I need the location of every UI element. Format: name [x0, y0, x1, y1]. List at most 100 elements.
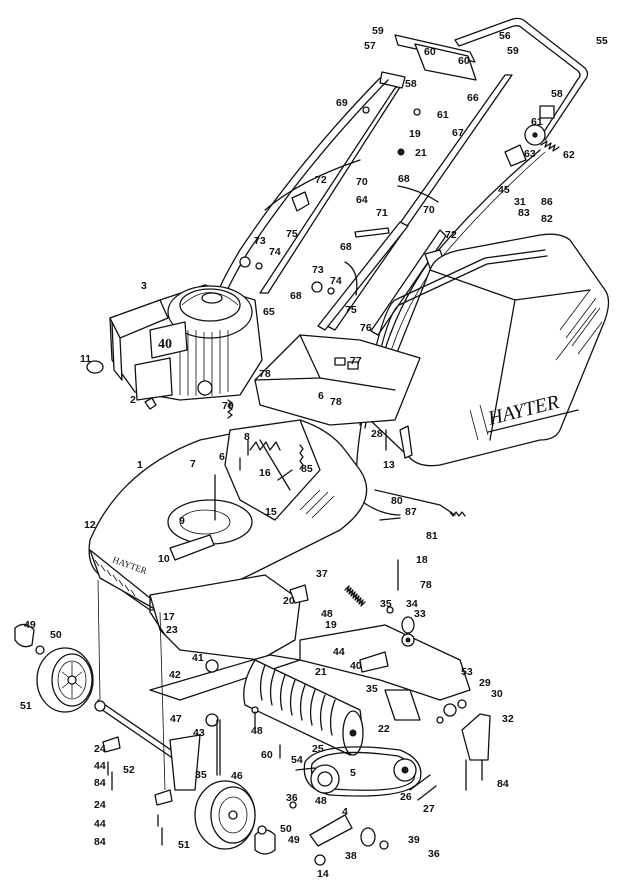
part-callout-59: 59: [372, 25, 384, 37]
engine: 40: [86, 284, 263, 410]
part-callout-10: 10: [158, 553, 170, 565]
part-callout-45: 45: [498, 184, 510, 196]
part-callout-84: 84: [94, 836, 106, 848]
part-callout-44: 44: [94, 760, 106, 772]
part-callout-42: 42: [169, 669, 181, 681]
part-callout-74: 74: [269, 246, 281, 258]
part-callout-28: 28: [371, 428, 383, 440]
part-callout-78: 78: [330, 396, 342, 408]
part-callout-54: 54: [291, 754, 303, 766]
part-callout-75: 75: [286, 228, 298, 240]
part-callout-82: 82: [541, 213, 553, 225]
part-callout-68: 68: [340, 241, 352, 253]
wheels-and-axle: [14, 579, 276, 855]
part-callout-44: 44: [333, 646, 345, 658]
mower-deck: HAYTER: [88, 334, 421, 613]
part-callout-38: 38: [345, 850, 357, 862]
part-callout-60: 60: [424, 46, 436, 58]
part-callout-23: 23: [166, 624, 178, 636]
part-callout-25: 25: [312, 743, 324, 755]
side-bracket: [299, 624, 491, 791]
part-callout-8: 8: [244, 431, 250, 443]
part-callout-33: 33: [414, 608, 426, 620]
part-callout-59: 59: [507, 45, 519, 57]
part-callout-19: 19: [325, 619, 337, 631]
part-callout-53: 53: [461, 666, 473, 678]
part-callout-84: 84: [94, 777, 106, 789]
part-callout-1: 1: [137, 459, 143, 471]
part-callout-71: 71: [376, 207, 388, 219]
part-callout-50: 50: [280, 823, 292, 835]
part-callout-68: 68: [398, 173, 410, 185]
part-callout-60: 60: [458, 55, 470, 67]
part-callout-87: 87: [405, 506, 417, 518]
part-callout-13: 13: [383, 459, 395, 471]
part-callout-76: 76: [360, 322, 372, 334]
part-callout-80: 80: [391, 495, 403, 507]
part-callout-34: 34: [406, 598, 418, 610]
part-callout-2: 2: [130, 394, 136, 406]
part-callout-21: 21: [415, 147, 427, 159]
part-callout-60: 60: [261, 749, 273, 761]
part-callout-73: 73: [312, 264, 324, 276]
part-callout-66: 66: [467, 92, 479, 104]
part-callout-72: 72: [315, 174, 327, 186]
part-callout-40: 40: [350, 660, 362, 672]
part-callout-78: 78: [259, 368, 271, 380]
part-callout-64: 64: [356, 194, 368, 206]
part-callout-57: 57: [364, 40, 376, 52]
part-callout-55: 55: [596, 35, 608, 47]
part-callout-77: 77: [350, 355, 362, 367]
part-callout-6: 6: [219, 451, 225, 463]
part-callout-35: 35: [366, 683, 378, 695]
part-callout-24: 24: [94, 743, 106, 755]
part-callout-37: 37: [316, 568, 328, 580]
part-callout-49: 49: [288, 834, 300, 846]
part-callout-85: 85: [301, 463, 313, 475]
part-callout-72: 72: [445, 229, 457, 241]
part-callout-12: 12: [84, 519, 96, 531]
wheel-right-front: [194, 780, 276, 855]
roller: [243, 659, 364, 756]
part-callout-5: 5: [350, 767, 356, 779]
part-callout-49: 49: [24, 619, 36, 631]
grass-collector-box: HAYTER: [359, 233, 610, 467]
part-callout-48: 48: [251, 725, 263, 737]
part-callout-39: 39: [408, 834, 420, 846]
wheel-left-rear: [14, 623, 106, 713]
part-callout-70: 70: [356, 176, 368, 188]
part-callout-6: 6: [318, 390, 324, 402]
part-callout-35: 35: [380, 598, 392, 610]
part-callout-4: 4: [342, 806, 348, 818]
engine-badge-40: 40: [158, 337, 172, 352]
part-callout-48: 48: [315, 795, 327, 807]
part-callout-73: 73: [254, 235, 266, 247]
part-callout-46: 46: [231, 770, 243, 782]
part-callout-22: 22: [378, 723, 390, 735]
part-callout-44: 44: [94, 818, 106, 830]
handle-assembly: [204, 17, 589, 516]
part-callout-50: 50: [50, 629, 62, 641]
part-callout-27: 27: [423, 803, 435, 815]
part-callout-61: 61: [531, 116, 543, 128]
part-callout-58: 58: [551, 88, 563, 100]
part-callout-41: 41: [192, 652, 204, 664]
part-callout-36: 36: [286, 792, 298, 804]
part-callout-14: 14: [317, 868, 329, 880]
belt-drive: [303, 746, 437, 801]
part-callout-48: 48: [321, 608, 333, 620]
part-callout-78: 78: [420, 579, 432, 591]
part-callout-51: 51: [178, 839, 190, 851]
part-callout-51: 51: [20, 700, 32, 712]
part-callout-17: 17: [163, 611, 175, 623]
part-callout-61: 61: [437, 109, 449, 121]
part-callout-69: 69: [336, 97, 348, 109]
part-callout-62: 62: [563, 149, 575, 161]
part-callout-35: 35: [195, 769, 207, 781]
part-callout-21: 21: [315, 666, 327, 678]
part-callout-29: 29: [479, 677, 491, 689]
part-callout-63: 63: [524, 148, 536, 160]
part-callout-20: 20: [283, 595, 295, 607]
